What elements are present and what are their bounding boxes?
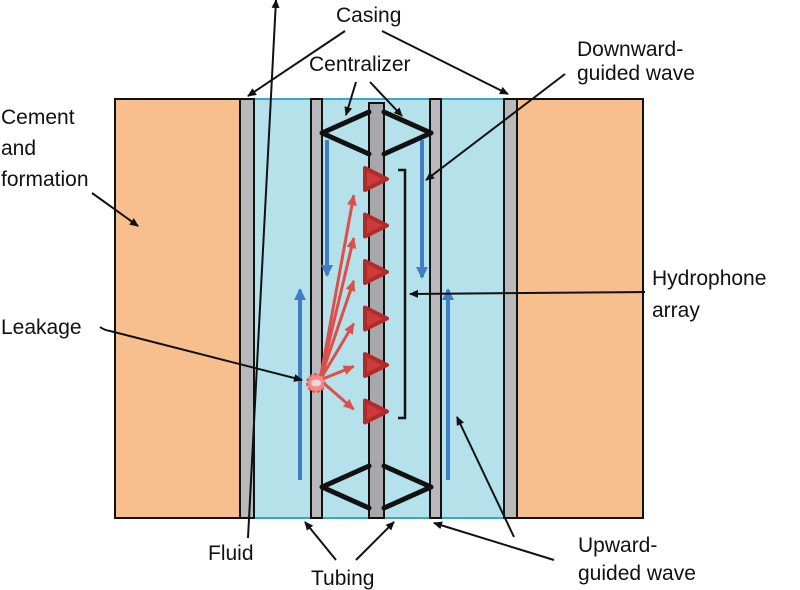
upward-arrow: [456, 416, 515, 538]
leak-source-icon: [306, 373, 326, 393]
hydrophone-icon: [363, 398, 389, 425]
hydrophone-icon: [363, 259, 389, 285]
fluid-arrow: [247, 0, 280, 539]
formation-right: [516, 98, 644, 519]
hydrophone-icon: [363, 212, 389, 239]
label-downward-1: Downward-: [577, 38, 683, 61]
leak-rays: [318, 194, 357, 411]
label-cement-1: Cement: [1, 106, 75, 129]
hydrophone-icon: [363, 305, 389, 332]
label-centralizer: Centralizer: [309, 53, 411, 76]
leak-ray: [318, 194, 357, 381]
downward-arrow: [425, 73, 566, 181]
centralizer-bottom: [319, 463, 434, 511]
tubing-arrow-left: [304, 521, 337, 561]
formation-left: [114, 98, 242, 519]
tubing-arrow-right2: [433, 521, 555, 561]
label-upward-1: Upward-: [578, 534, 657, 557]
tubing-wall-right: [429, 98, 442, 519]
hydrophone-icon: [363, 166, 389, 192]
centralizer-arrow-left: [344, 81, 357, 116]
label-hydrophone-1: Hydrophone: [652, 267, 766, 290]
centralizer-top: [319, 109, 434, 157]
label-casing: Casing: [336, 4, 401, 27]
hydrophone-icon: [363, 352, 389, 378]
leak-ray: [318, 322, 356, 381]
label-downward-2: guided wave: [577, 62, 695, 85]
leakage-arrow: [99, 326, 303, 382]
cement-arrow: [91, 192, 139, 227]
label-leakage: Leakage: [1, 316, 82, 339]
label-fluid: Fluid: [208, 542, 254, 565]
label-cement-2: and: [1, 137, 36, 160]
leak-ray: [319, 365, 355, 382]
centralizer-arrow-right: [369, 81, 403, 117]
leak-ray: [318, 279, 356, 381]
casing-arrow-left: [247, 30, 346, 97]
hydrophone-array-bracket: [398, 168, 407, 420]
label-upward-2: guided wave: [578, 562, 696, 585]
casing-arrow-right: [381, 30, 509, 95]
casing-wall-right: [503, 98, 518, 519]
leak-ray: [318, 237, 357, 381]
casing-wall-left: [239, 98, 255, 519]
hydrophone-arrow: [409, 289, 646, 298]
label-cement-3: formation: [1, 168, 89, 191]
tubing-arrow-right: [355, 521, 395, 561]
hydrophones: [363, 166, 389, 425]
label-tubing: Tubing: [311, 567, 374, 590]
tubing-wall-left: [310, 98, 323, 519]
label-hydrophone-2: array: [652, 299, 700, 322]
